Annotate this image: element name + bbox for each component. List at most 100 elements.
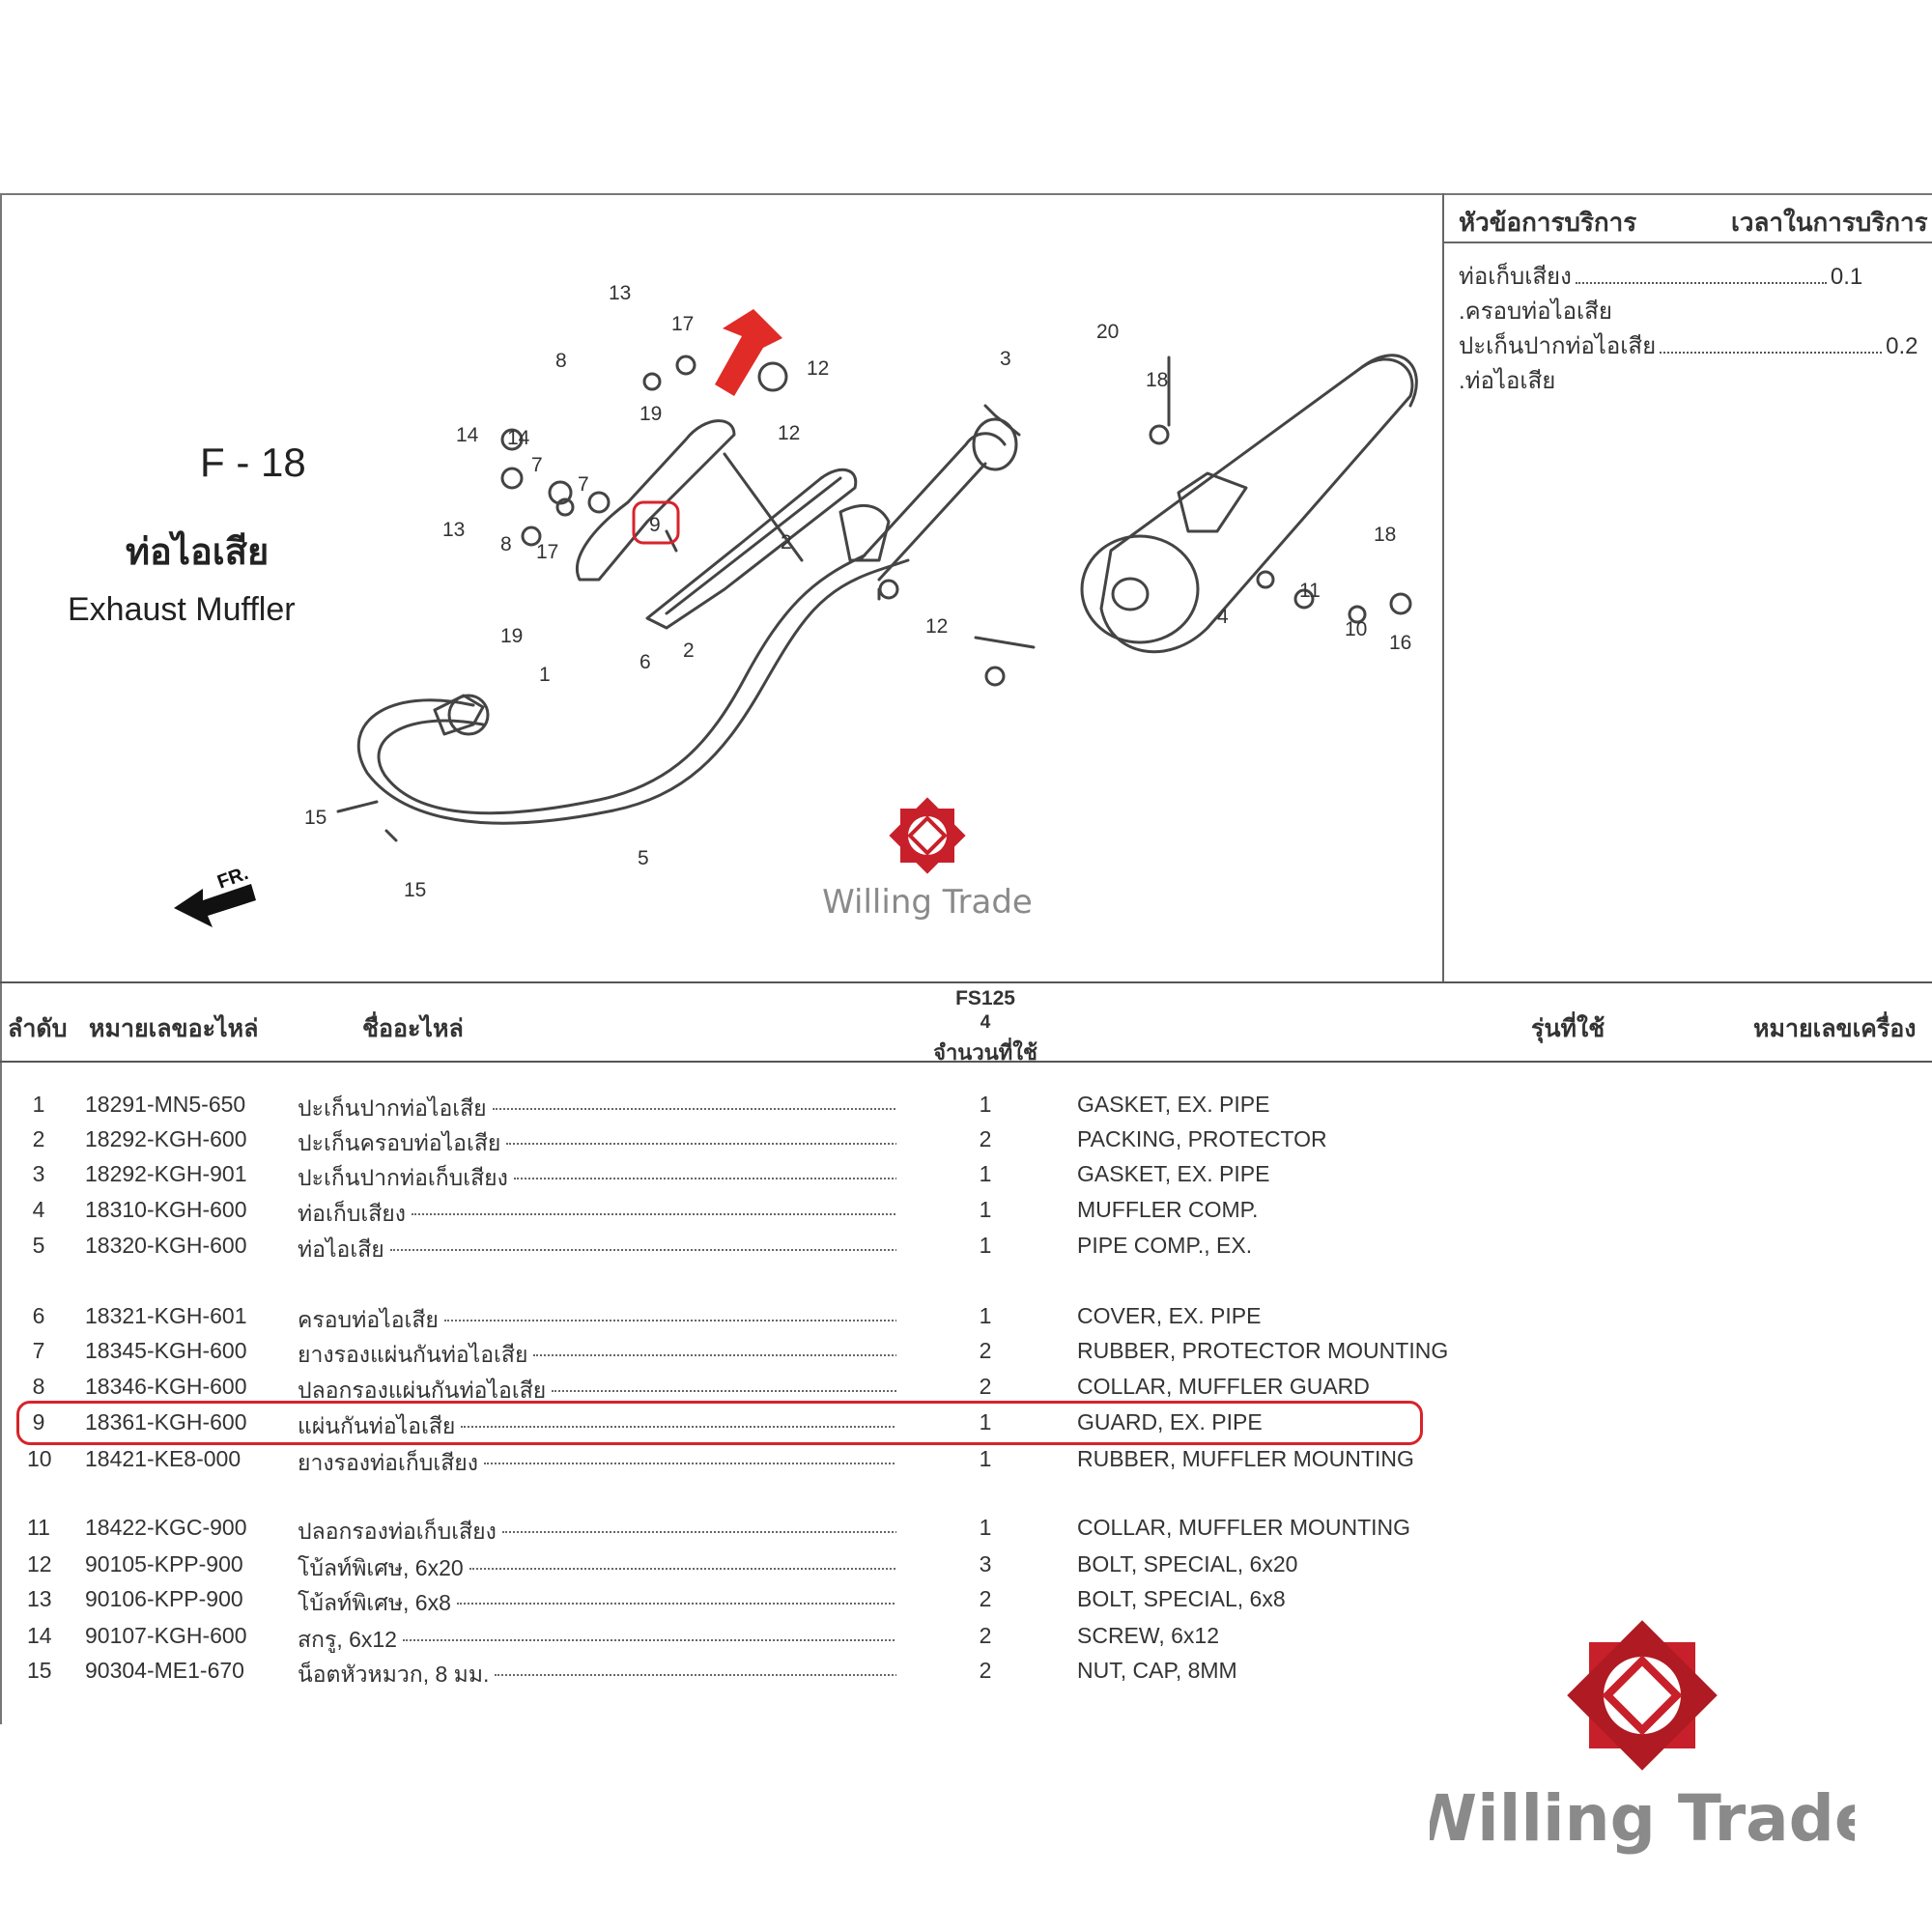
- row-thai-name: ปลอกรองแผ่นกันท่อไอเสีย: [298, 1374, 896, 1408]
- row-qty: 3: [979, 1551, 992, 1577]
- callout-label: 17: [536, 541, 558, 563]
- row-no: 8: [32, 1374, 45, 1399]
- callout-label: 12: [807, 357, 829, 380]
- row-9-highlight-box: [16, 1401, 1423, 1445]
- diagram-code: F - 18: [200, 440, 306, 485]
- row-part-number: 18310-KGH-600: [85, 1197, 247, 1222]
- service-row-time: 0.1: [1830, 264, 1863, 290]
- front-direction-arrow: FR.: [174, 863, 256, 927]
- exhaust-guard-bracket: [575, 419, 736, 582]
- service-row-text: ท่อเก็บเสียง: [1459, 264, 1572, 290]
- row-qty: 1: [979, 1197, 992, 1222]
- row-thai-name: ปะเก็นครอบท่อไอเสีย: [298, 1126, 896, 1161]
- row-part-number: 18421-KE8-000: [85, 1446, 242, 1471]
- watermark-large-text: Willing Trade: [1430, 1781, 1855, 1856]
- service-panel-divider: [1442, 193, 1444, 983]
- service-row-text: ปะเก็นปากท่อไอเสีย: [1459, 333, 1657, 359]
- callout-label: 1: [539, 664, 551, 686]
- callout-label: 19: [639, 403, 662, 425]
- callout-label: 17: [671, 313, 694, 335]
- row-thai-name: ยางรองแผ่นกันท่อไอเสีย: [298, 1338, 896, 1373]
- table-row: 5 18320-KGH-600 ท่อไอเสีย 1 PIPE COMP., EX.: [0, 1233, 1449, 1265]
- row-qty: 1: [979, 1233, 992, 1258]
- row-part-number: 18345-KGH-600: [85, 1338, 247, 1363]
- row-qty: 2: [979, 1374, 992, 1399]
- row-no: 12: [27, 1551, 52, 1577]
- row-part-number: 90304-ME1-670: [85, 1658, 244, 1683]
- row-part-number: 18291-MN5-650: [85, 1092, 246, 1117]
- callout-label: 11: [1299, 580, 1321, 602]
- callout-label: 13: [442, 519, 465, 541]
- col-part-heading: หมายเลขอะไหล่: [89, 1015, 259, 1042]
- row-part-number: 18346-KGH-600: [85, 1374, 247, 1399]
- row-thai-name: ท่อไอเสีย: [298, 1233, 896, 1267]
- callout-label: 16: [1389, 632, 1411, 654]
- row-no: 7: [32, 1338, 45, 1363]
- row-english-name: BOLT, SPECIAL, 6x8: [1077, 1586, 1286, 1611]
- callout-label: 14: [507, 427, 530, 449]
- row-no: 13: [27, 1586, 52, 1611]
- callout-label: 3: [1000, 348, 1011, 370]
- service-row-text: .ท่อไอเสีย: [1459, 368, 1556, 394]
- callout-label: 7: [578, 473, 589, 496]
- callout-label: 2: [683, 639, 695, 662]
- row-thai-name: ปลอกรองท่อเก็บเสียง: [298, 1515, 896, 1549]
- row-no: 5: [32, 1233, 45, 1258]
- table-top-rule: [0, 981, 1932, 983]
- exhaust-pipe: [356, 558, 910, 825]
- row-thai-name: ยางรองท่อเก็บเสียง: [298, 1446, 896, 1481]
- callout-label: 8: [500, 533, 512, 555]
- row-qty: 1: [979, 1092, 992, 1117]
- row-english-name: GASKET, EX. PIPE: [1077, 1092, 1270, 1117]
- service-row: .ท่อไอเสีย: [1459, 361, 1555, 399]
- table-row: 12 90105-KPP-900 โบ้ลท์พิเศษ, 6x20 3 BOLT, S…: [0, 1551, 1449, 1584]
- row-english-name: BOLT, SPECIAL, 6x20: [1077, 1551, 1298, 1577]
- callout-label: 10: [1345, 618, 1367, 640]
- callout-label: 5: [638, 847, 649, 869]
- row-english-name: COLLAR, MUFFLER MOUNTING: [1077, 1515, 1411, 1540]
- row-part-number: 18361-KGH-600: [85, 1409, 247, 1435]
- row-part-number: 90106-KPP-900: [85, 1586, 243, 1611]
- row-thai-name: โบ้ลท์พิเศษ, 6x20: [298, 1551, 896, 1586]
- watermark-logo-icon: [889, 797, 966, 874]
- model-number: 4: [980, 1012, 991, 1033]
- callout-label: 19: [500, 625, 523, 647]
- row-qty: 1: [979, 1303, 992, 1328]
- callout-label: 2: [781, 531, 792, 554]
- row-no: 15: [27, 1658, 52, 1683]
- row-thai-name: ปะเก็นปากท่อเก็บเสียง: [298, 1161, 896, 1196]
- row-english-name: NUT, CAP, 8MM: [1077, 1658, 1237, 1683]
- watermark-large: Willing Trade: [1430, 1620, 1855, 1856]
- watermark-small-text: Willing Trade: [822, 883, 1033, 922]
- muffler-body: [1099, 357, 1414, 654]
- service-row: ท่อเก็บเสียง 0.1: [1459, 257, 1862, 295]
- row-no: 6: [32, 1303, 45, 1328]
- col-model-heading: รุ่นที่ใช้: [1531, 1015, 1605, 1042]
- row-english-name: PACKING, PROTECTOR: [1077, 1126, 1327, 1151]
- row-qty: 1: [979, 1515, 992, 1540]
- heat-guard-cover: [645, 468, 858, 630]
- service-heading-rule: [1444, 242, 1932, 243]
- row-english-name: MUFFLER COMP.: [1077, 1197, 1259, 1222]
- row-part-number: 18422-KGC-900: [85, 1515, 247, 1540]
- row-part-number: 90105-KPP-900: [85, 1551, 243, 1577]
- row-english-name: PIPE COMP., EX.: [1077, 1233, 1253, 1258]
- watermark-large-logo-icon: [1567, 1620, 1718, 1771]
- col-no-heading: ลำดับ: [8, 1015, 68, 1042]
- row-english-name: RUBBER, MUFFLER MOUNTING: [1077, 1446, 1414, 1471]
- table-header-rule: [0, 1061, 1932, 1063]
- row-qty: 2: [979, 1338, 992, 1363]
- row-part-number: 18320-KGH-600: [85, 1233, 247, 1258]
- row-thai-name: สกรู, 6x12: [298, 1623, 896, 1658]
